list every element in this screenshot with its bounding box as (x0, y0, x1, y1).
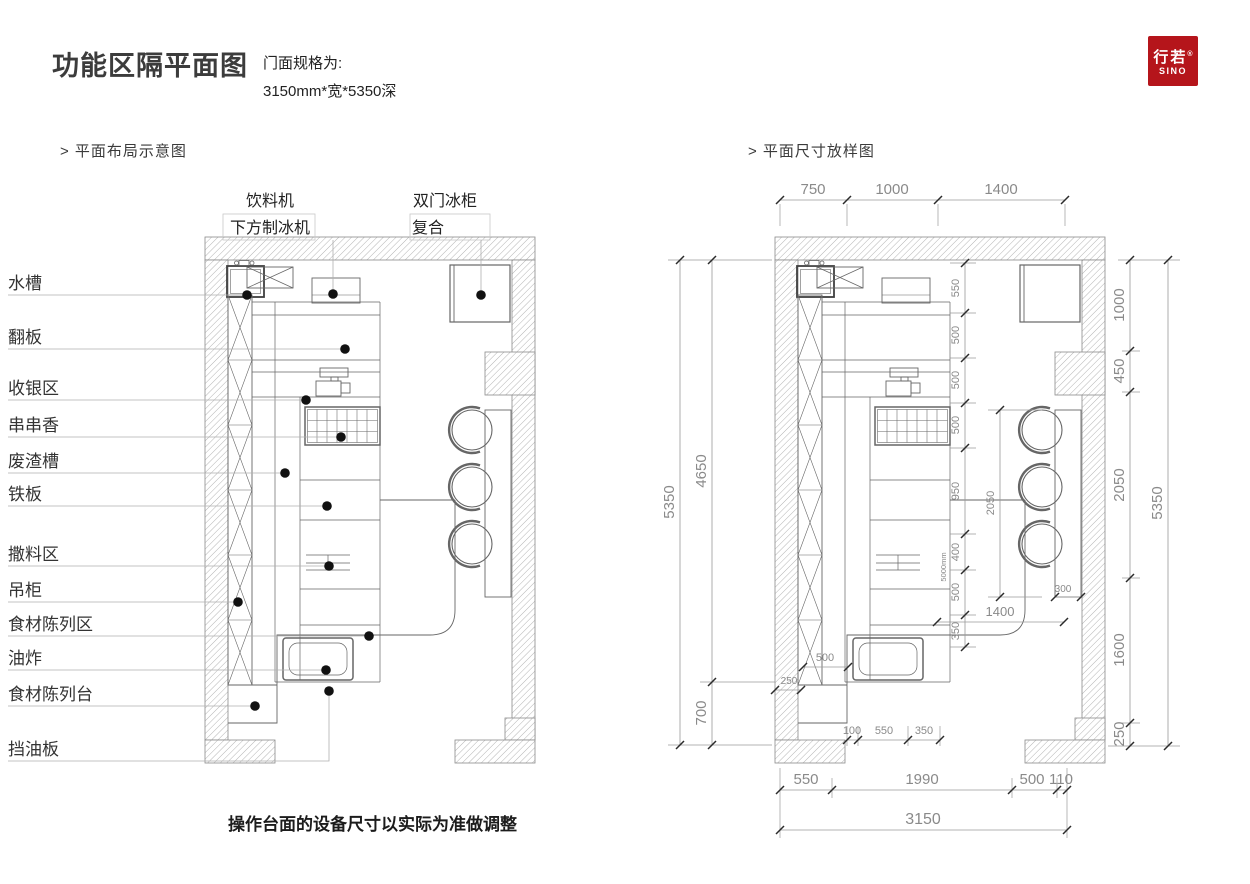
door-spec-label: 门面规格为: (263, 55, 343, 72)
label-fryer: 油炸 (8, 649, 42, 668)
door-spec-value: 3150mm*宽*5350深 (263, 83, 397, 100)
door-spec: 门面规格为: 3150mm*宽*5350深 (263, 50, 396, 106)
label-display-area: 食材陈列区 (8, 615, 93, 634)
brand-name: 行若 (1153, 48, 1188, 66)
dim-right-450: 450 (1111, 358, 1128, 383)
dim-chain-550: 550 (950, 279, 962, 297)
dim-chain-500c: 500 (950, 416, 962, 434)
dim-wall-250: 250 (781, 676, 798, 687)
dim-right-250: 250 (1111, 721, 1128, 746)
brand-sub: SINO (1158, 65, 1187, 76)
brand-logo: 行若® SINO (1148, 36, 1198, 86)
dim-right-1000: 1000 (1111, 288, 1128, 321)
dim-stool-300: 300 (1055, 584, 1072, 595)
label-oil-baffle: 挡油板 (8, 740, 59, 759)
dim-fryer-500: 500 (816, 652, 834, 664)
label-beverage-machine: 饮料机 (246, 192, 294, 210)
dim-top-1000: 1000 (875, 181, 908, 198)
left-plan-leader-dots (233, 289, 486, 711)
dim-bottom-1990: 1990 (905, 771, 938, 788)
dim-bot-100: 100 (843, 725, 861, 737)
dim-top-750: 750 (800, 181, 825, 198)
label-wall-cabinet: 吊柜 (8, 581, 42, 600)
dim-aisle-1400: 1400 (986, 604, 1015, 619)
dim-chain-500d: 500 (950, 583, 962, 601)
right-plan-dim-labels: 750 1000 1400 5350 4650 700 1000 450 205… (661, 181, 1166, 828)
dim-right-outer-5350: 5350 (1149, 486, 1166, 519)
left-plan-leader-lines (8, 240, 482, 762)
adjustment-note: 操作台面的设备尺寸以实际为准做调整 (228, 815, 517, 834)
dim-right-2050: 2050 (1111, 468, 1128, 501)
dim-left-700: 700 (693, 700, 710, 725)
dim-chain-400: 400 (950, 543, 962, 561)
left-plan-side-labels: 水槽 翻板 收银区 串串香 废渣槽 铁板 撒料区 吊柜 食材陈列区 油炸 食材陈… (8, 274, 93, 759)
plans-canvas: 水槽 翻板 收银区 串串香 废渣槽 铁板 撒料区 吊柜 食材陈列区 油炸 食材陈… (8, 181, 1180, 838)
dim-bot-350: 350 (915, 725, 933, 737)
dim-left-outer-5350: 5350 (661, 485, 678, 518)
registered-mark: ® (1187, 50, 1193, 58)
dim-bottom-550: 550 (793, 771, 818, 788)
dim-left-4650: 4650 (693, 454, 710, 487)
dim-chain-350: 350 (950, 622, 962, 640)
label-ice-maker: 下方制冰机 (230, 219, 310, 237)
dim-chain-500a: 500 (950, 326, 962, 344)
label-double-door-fridge: 双门冰柜 (413, 192, 477, 210)
label-sink: 水槽 (8, 274, 42, 293)
label-seasoning: 撒料区 (8, 545, 59, 564)
page-title: 功能区隔平面图 (52, 51, 248, 81)
dim-stool-2050: 2050 (985, 491, 997, 515)
label-skewers: 串串香 (8, 416, 59, 435)
dim-chain-500b: 500 (950, 371, 962, 389)
dim-right-1600: 1600 (1111, 633, 1128, 666)
dim-top-1400: 1400 (984, 181, 1017, 198)
right-plan-drawing (773, 235, 1107, 765)
label-fridge-composite: 复合 (412, 219, 444, 237)
label-display-table: 食材陈列台 (8, 685, 93, 704)
section-header-layout: > 平面布局示意图 (60, 143, 187, 160)
section-header-dimensions: > 平面尺寸放样图 (748, 143, 875, 160)
dim-bottom-500: 500 (1019, 771, 1044, 788)
label-cashier: 收银区 (8, 379, 59, 398)
left-plan-top-labels: 饮料机 下方制冰机 双门冰柜 复合 (222, 192, 491, 241)
dim-chain-950: 950 (950, 482, 962, 500)
dim-bot-550: 550 (875, 725, 893, 737)
dim-note-5000mm: 5000mm (939, 552, 948, 581)
label-flip-board: 翻板 (8, 328, 42, 347)
left-plan-drawing (203, 235, 537, 765)
dim-bottom-110: 110 (1049, 771, 1073, 788)
label-waste-slot: 废渣槽 (8, 452, 59, 471)
dim-bottom-outer-3150: 3150 (905, 811, 941, 828)
label-griddle: 铁板 (8, 485, 42, 504)
